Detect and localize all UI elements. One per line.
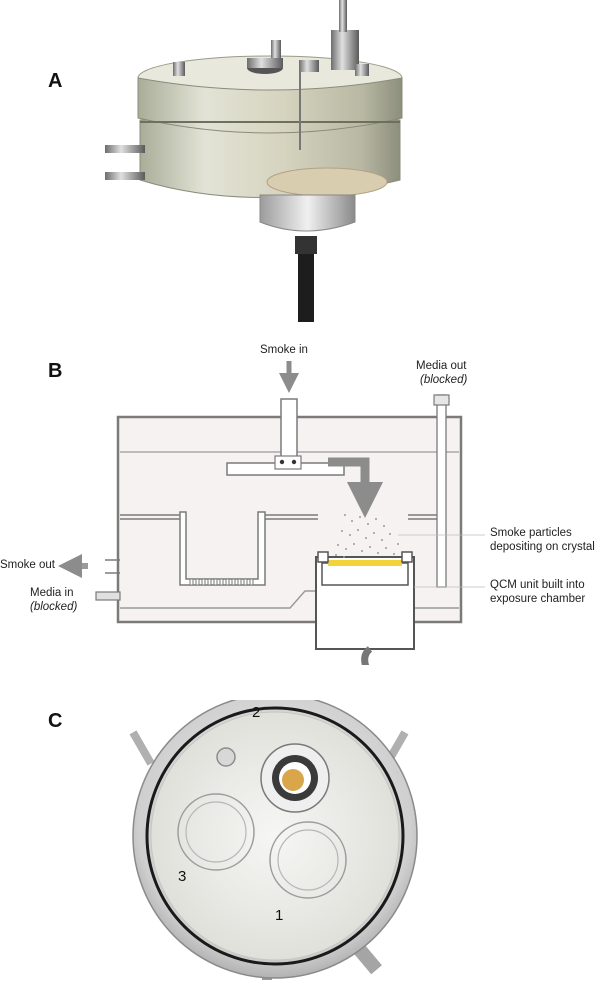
panel-c-letter: C (48, 710, 63, 732)
smoke-inlet-pipe (280, 398, 298, 465)
media-out-note: (blocked) (420, 374, 468, 386)
media-in-label: Media in (30, 587, 74, 599)
cell-insert-3 (177, 793, 255, 871)
chamber-top-view-photo: 2 3 1 (110, 700, 440, 984)
particles-label-line1: Smoke particles (490, 527, 572, 539)
cell-insert-1 (269, 821, 347, 899)
exposure-chamber-schematic: Smoke in Media out (blocked) Smoke out M… (0, 335, 600, 665)
label-number-2: 2 (252, 704, 261, 721)
media-out-label: Media out (416, 360, 467, 372)
qcm-label-line1: QCM unit built into (490, 579, 585, 591)
label-number-1: 1 (275, 907, 284, 924)
smoke-flow-arrow (328, 457, 383, 518)
exposure-chamber-photo (105, 0, 403, 322)
label-number-3: 3 (178, 868, 187, 885)
smoke-out-label: Smoke out (0, 559, 55, 571)
qcm-label-line2: exposure chamber (490, 593, 586, 605)
qcm-crystal (328, 560, 402, 566)
panel-b-letter: B (48, 360, 63, 382)
smoke-in-label: Smoke in (260, 344, 308, 356)
panel-a-letter: A (48, 70, 63, 92)
media-in-note: (blocked) (30, 601, 78, 613)
particles-label-line2: depositing on crystal (490, 541, 595, 553)
smoke-particles (335, 514, 399, 558)
media-out-tube (436, 394, 447, 588)
